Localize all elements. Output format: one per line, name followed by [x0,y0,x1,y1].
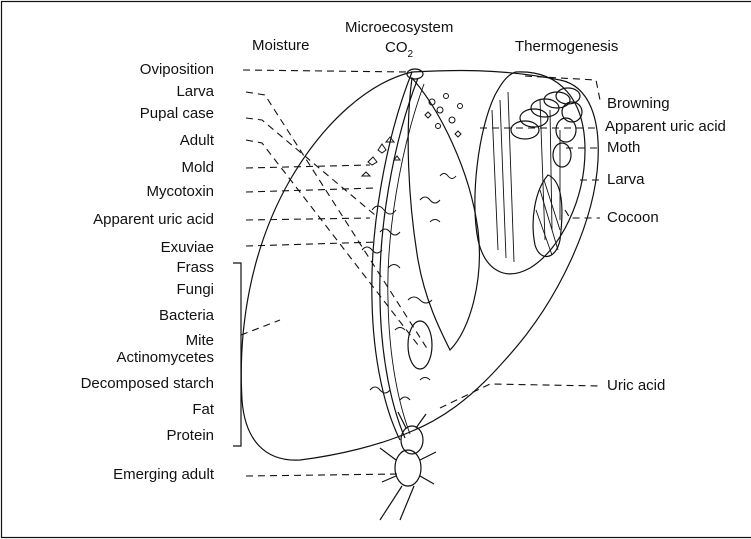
label-decomposed-starch: Decomposed starch [81,375,214,392]
mold-speckles [362,94,463,177]
kernel-crease-3 [388,84,424,434]
label-mycotoxin: Mycotoxin [146,183,214,200]
label-larva-left: Larva [176,83,214,100]
label-cocoon: Cocoon [607,209,659,226]
label-apparent-uric-acid-left: Apparent uric acid [93,211,214,228]
leader-lines [243,70,600,476]
kernel-crease-1 [372,72,412,440]
label-pupal-case: Pupal case [140,105,214,122]
kernel-outline [241,70,598,460]
label-uric-acid-bottom: Uric acid [607,377,665,394]
label-fat: Fat [192,401,215,418]
leader-bracket [241,320,280,335]
label-moth: Moth [607,139,640,156]
group-bracket [233,263,241,446]
label-microecosystem: Microecosystem [345,19,453,36]
label-thermogenesis: Thermogenesis [515,38,618,55]
pupal-case-drawing [408,321,432,369]
frass-debris [362,174,456,401]
label-oviposition: Oviposition [140,61,214,78]
label-apparent-uric-acid-right: Apparent uric acid [605,118,726,135]
pupal-chamber-hatch [492,92,560,262]
kernel-crease-2 [380,78,418,438]
label-emerging-adult: Emerging adult [113,466,215,483]
label-adult: Adult [180,132,215,149]
label-browning: Browning [607,95,670,112]
label-moisture: Moisture [252,37,310,54]
label-exuviae: Exuviae [161,239,214,256]
label-fungi: Fungi [176,281,214,298]
label-co2: CO2 [385,39,414,60]
label-larva-right: Larva [607,171,645,188]
moth-wing-lines [536,180,560,255]
label-protein: Protein [166,427,214,444]
label-frass: Frass [177,259,215,276]
label-mite: Mite [186,332,214,349]
label-bacteria: Bacteria [159,307,215,324]
feeding-cavity [408,78,479,350]
kernel-illustration [241,69,598,520]
label-actinomycetes: Actinomycetes [116,349,214,366]
label-mold: Mold [181,159,214,176]
egg-drawing [407,69,423,79]
